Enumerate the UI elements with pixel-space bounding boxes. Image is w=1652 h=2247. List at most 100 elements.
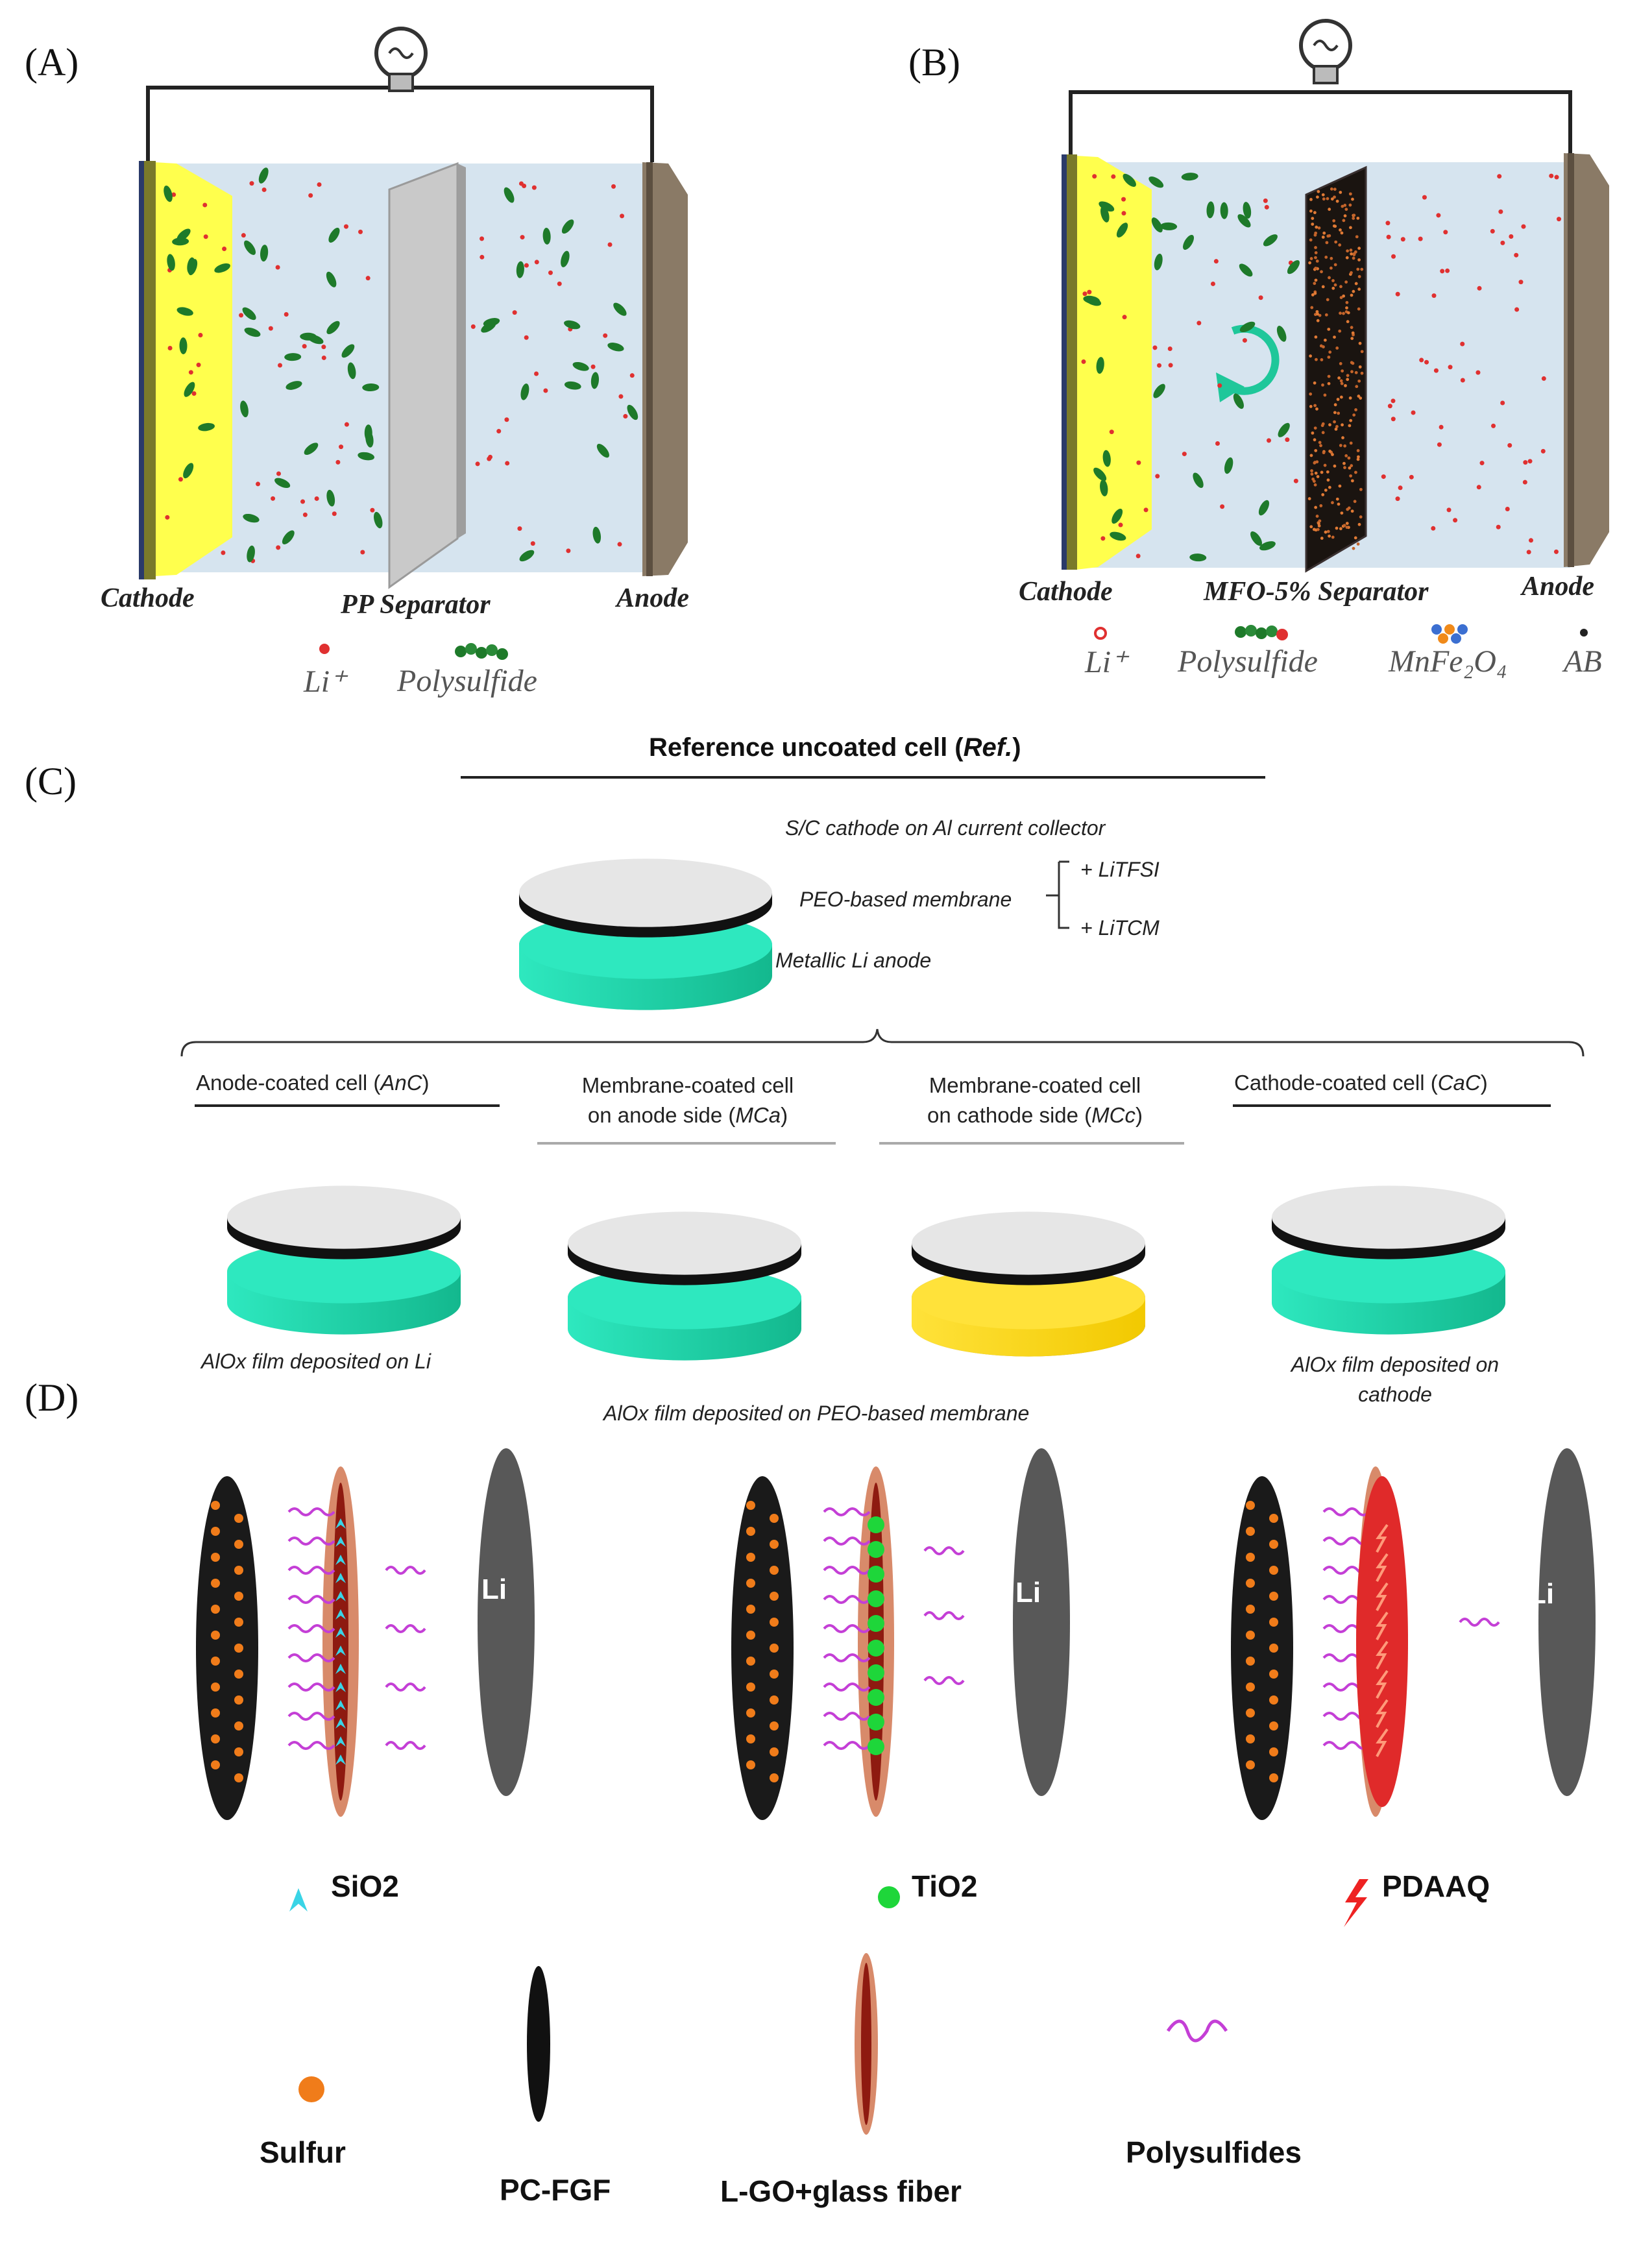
sulfur-dot <box>1269 1721 1278 1731</box>
polysulfide-wave <box>287 1507 335 1516</box>
li-ion-dot <box>1087 289 1092 295</box>
scene-sio2 <box>196 1448 535 1820</box>
li-ion-dot <box>1109 430 1114 435</box>
li-ion-dot <box>1386 234 1391 239</box>
mfo-particle <box>1333 283 1337 287</box>
separator-label-b: MFO-5% Separator <box>1204 577 1429 607</box>
mfo-particle <box>1326 197 1330 200</box>
panel-b-label: (B) <box>908 41 960 84</box>
mfo-particle <box>1340 511 1344 515</box>
mfo-particle <box>1346 320 1350 324</box>
mfo-particle <box>1349 441 1353 445</box>
mfo-particle <box>1313 291 1317 295</box>
li-ion-dot <box>470 324 476 329</box>
li-ion-dot <box>321 345 326 350</box>
sio2-mark <box>335 1591 346 1601</box>
sio2-mark <box>335 1518 346 1529</box>
legend-lgo: L-GO+glass fiber <box>720 2174 962 2208</box>
polysulfide-mark <box>258 167 269 184</box>
sulfur-dot <box>1269 1747 1278 1756</box>
mfo-particle <box>1352 289 1355 293</box>
legend-ps-a: Polysulfide <box>397 664 537 698</box>
sulfur-dot <box>770 1540 779 1549</box>
mfo-particle <box>1360 350 1364 354</box>
li-ion-dot <box>188 370 193 375</box>
li-ion-dot <box>1082 291 1087 297</box>
tio2-mark <box>868 1714 884 1731</box>
mfo-particle <box>1356 267 1360 271</box>
mfo-particle <box>1346 378 1350 382</box>
ref-cathode-label: S/C cathode on Al current collector <box>785 816 1106 840</box>
polysulfide-mark <box>1116 223 1128 237</box>
mfo-particle <box>1322 231 1326 235</box>
cathode-label-b: Cathode <box>1019 577 1113 607</box>
li-ion-dot <box>370 507 375 513</box>
li-ion-dot <box>1395 291 1400 297</box>
sio2-mark <box>335 1536 346 1547</box>
sulfur-dot <box>211 1708 220 1718</box>
mfo-particle <box>1357 247 1361 250</box>
note-anc: AlOx film deposited on Li <box>201 1350 431 1373</box>
mfo-particle <box>1314 505 1318 509</box>
mfo-particle <box>1337 502 1341 506</box>
li-ion-dot <box>524 263 529 268</box>
sulfur-dot <box>746 1760 755 1769</box>
mfo-particle <box>1341 436 1344 440</box>
polysulfide-mark <box>1111 508 1123 524</box>
li-ion-dot <box>607 242 613 247</box>
polysulfide-mark <box>483 318 500 327</box>
li-ion-dot <box>360 550 365 555</box>
mfo-particle <box>1327 356 1331 359</box>
li-ion-dot <box>1418 236 1423 241</box>
mfo-particle <box>1357 307 1361 311</box>
li-ion-dot <box>1433 368 1439 373</box>
panel-c-label: (C) <box>25 760 77 803</box>
mfo-particle <box>1319 504 1323 507</box>
tio2-icon <box>878 1886 900 1908</box>
polysulfide-mark <box>240 400 249 418</box>
li-ion-dot <box>1391 417 1396 422</box>
li-ion-dot <box>1398 485 1403 491</box>
li-ion-dot <box>276 545 281 550</box>
mfo-particle <box>1314 266 1318 270</box>
li-ion-dot <box>1500 240 1505 245</box>
mfo-particle <box>1311 293 1315 297</box>
mfo-particle <box>1327 328 1331 331</box>
sio2-mark <box>335 1682 346 1692</box>
sulfur-dot <box>211 1682 220 1692</box>
mfo-particle <box>1348 466 1352 470</box>
polysulfide-mark <box>1096 357 1104 374</box>
li-ion-dot <box>1213 259 1219 264</box>
mfo-particle <box>1331 501 1334 505</box>
sulfur-dot <box>1269 1540 1278 1549</box>
mfo-particle <box>1309 525 1313 529</box>
mfo-particle <box>1345 522 1349 526</box>
sulfur-dot <box>746 1657 755 1666</box>
polysulfide-wave <box>1322 1536 1370 1546</box>
polysulfide-wave <box>385 1682 426 1692</box>
mfo-particle <box>1355 385 1359 389</box>
cathode-disk <box>568 1211 801 1285</box>
mfo-particle <box>1355 235 1359 239</box>
polysulfide-mark <box>1258 500 1270 516</box>
sulfur-dot <box>1269 1773 1278 1782</box>
mfo-particle <box>1356 457 1360 461</box>
mfo-particle <box>1349 474 1352 478</box>
li-ion-dot <box>1453 518 1458 523</box>
polysulfide-wave <box>923 1611 965 1620</box>
sulfur-dot <box>770 1566 779 1575</box>
mfo-particle <box>1360 371 1364 375</box>
li-ion-dot <box>1242 338 1247 343</box>
polysulfide-mark <box>1154 253 1163 271</box>
li-ion-dot <box>317 182 322 187</box>
li-ion-dot <box>1514 252 1519 258</box>
mfo-particle <box>1345 526 1349 529</box>
mfo-particle <box>1357 274 1361 278</box>
sulfur-dot <box>1246 1631 1255 1640</box>
mfo-particle <box>1352 546 1355 550</box>
sulfur-dot <box>770 1747 779 1756</box>
mfo-particle <box>1335 199 1339 203</box>
li-ion-dot <box>1521 224 1526 229</box>
polysulfide-mark <box>1193 472 1204 489</box>
polysulfide-mark <box>504 187 515 203</box>
